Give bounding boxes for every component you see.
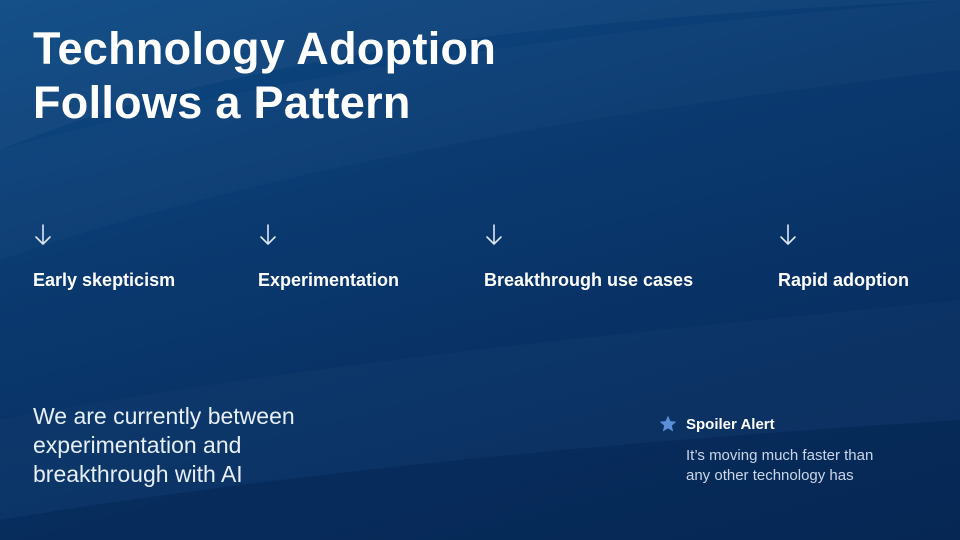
spoiler-title: Spoiler Alert	[686, 415, 775, 433]
arrow-down-icon	[35, 224, 51, 245]
stage-label: Breakthrough use cases	[484, 270, 694, 290]
arrow-down-icon	[486, 224, 502, 245]
page-title: Technology Adoption Follows a Pattern	[33, 22, 733, 130]
spoiler-body: It’s moving much faster than any other t…	[686, 446, 936, 486]
star-icon	[659, 415, 677, 432]
current-position-statement: We are currently between experimentation…	[33, 402, 413, 489]
spoiler-alert-callout: Spoiler Alert It’s moving much faster th…	[658, 414, 938, 486]
title-line: Technology Adoption	[33, 23, 497, 74]
statement-line: breakthrough with AI	[33, 461, 243, 487]
title-line: Follows a Pattern	[33, 77, 411, 128]
stage-rapid-adoption: Rapid adoption	[778, 222, 909, 291]
spoiler-body-line: any other technology has	[686, 467, 854, 484]
arrow-down-icon	[260, 224, 276, 245]
arrow-down-icon	[780, 224, 796, 245]
spoiler-header: Spoiler Alert	[658, 414, 938, 434]
stage-breakthrough-use-cases: Breakthrough use cases	[484, 222, 693, 291]
spoiler-body-line: It’s moving much faster than	[686, 447, 874, 464]
stage-early-skepticism: Early skepticism	[33, 222, 175, 291]
stage-label: Early skepticism	[33, 270, 176, 290]
stage-label: Experimentation	[258, 270, 400, 290]
stage-experimentation: Experimentation	[258, 222, 399, 291]
stage-label: Rapid adoption	[778, 270, 909, 290]
statement-line: experimentation and	[33, 432, 242, 458]
statement-line: We are currently between	[33, 403, 295, 429]
